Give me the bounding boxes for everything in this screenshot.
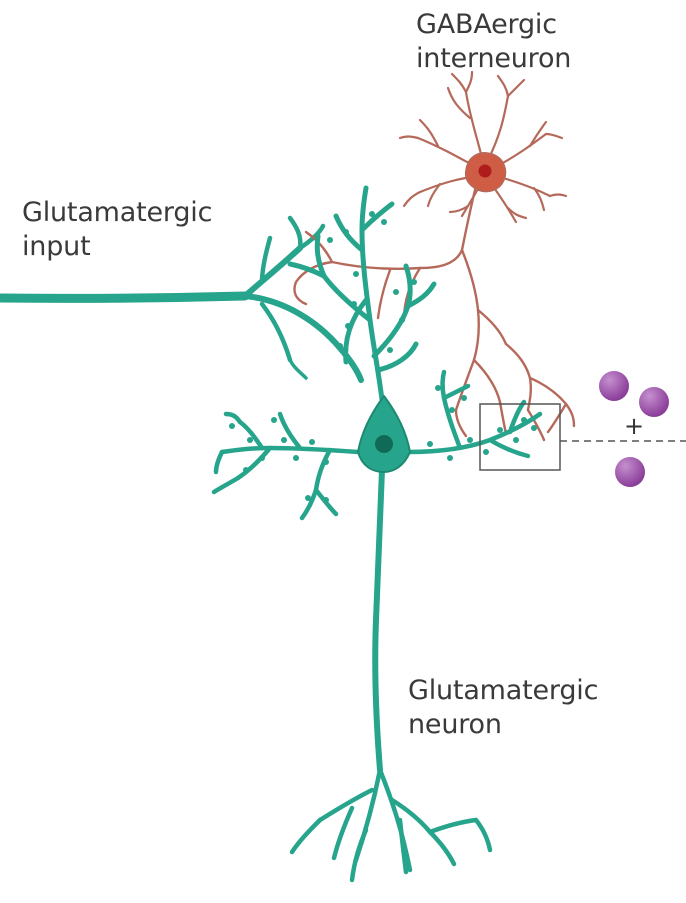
interneuron-axon [294, 186, 574, 440]
neuron-label-line-1: Glutamatergic [408, 674, 598, 708]
interneuron-dendrites [400, 72, 566, 222]
input-axon-shaft [0, 296, 245, 298]
input-label-line-2: input [22, 230, 212, 264]
gabaergic-interneuron [294, 72, 574, 440]
ion-sphere-icon [599, 371, 629, 401]
input-label-line-1: Glutamatergic [22, 196, 212, 230]
input-branch-up-1 [290, 218, 300, 248]
glutamatergic-input-label: Glutamatergic input [22, 196, 212, 264]
glutamatergic-axon [375, 470, 382, 770]
input-branch-upper [245, 248, 300, 296]
gabaergic-interneuron-label: GABAergic interneuron [416, 8, 571, 76]
gabaergic-label-line-2: interneuron [416, 42, 571, 76]
positive-charge-label: + [624, 414, 644, 438]
basal-dendrites-left [214, 414, 358, 518]
input-branch-lower [245, 296, 361, 380]
glutamatergic-neuron-label: Glutamatergic neuron [408, 674, 598, 742]
glutamatergic-nucleus [375, 435, 393, 453]
input-branch-mid [262, 304, 290, 360]
neuron-label-line-2: neuron [408, 708, 598, 742]
interneuron-nucleus [479, 165, 492, 178]
axon-terminals [292, 770, 490, 880]
glutamatergic-soma [358, 396, 410, 472]
input-branch-twig [290, 360, 306, 378]
glutamatergic-neuron [214, 188, 540, 880]
ion-sphere-icon [615, 457, 645, 487]
gabaergic-label-line-1: GABAergic [416, 8, 571, 42]
